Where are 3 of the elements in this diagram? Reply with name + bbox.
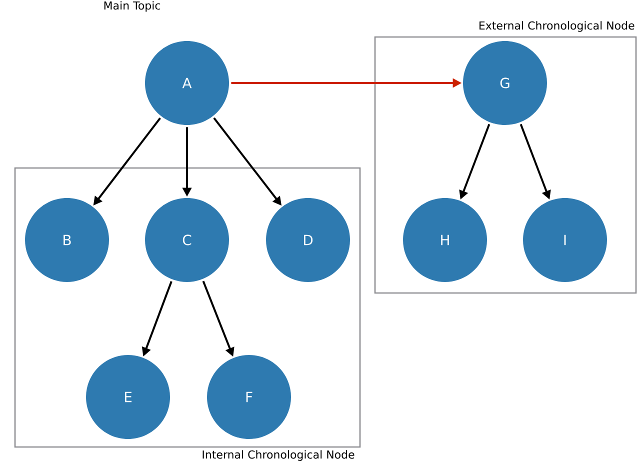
topic-caption: Main Topic (104, 1, 160, 12)
frame-title: External Chronological Node (480, 21, 634, 32)
frame-title: Internal Chronological Node (202, 450, 354, 461)
